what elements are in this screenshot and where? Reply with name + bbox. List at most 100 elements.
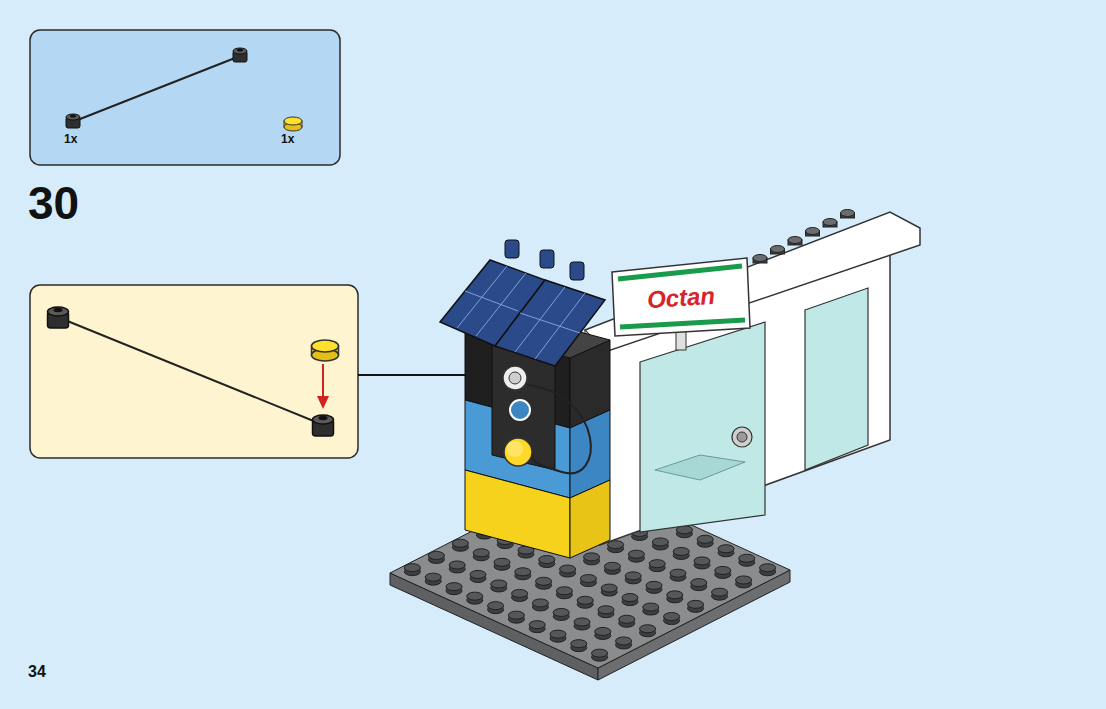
- shop-building: [788, 237, 802, 244]
- baseplate: [673, 547, 689, 555]
- baseplate: [580, 575, 596, 587]
- baseplate: [625, 572, 641, 580]
- baseplate: [446, 583, 462, 591]
- baseplate: [532, 599, 548, 607]
- baseplate: [512, 589, 528, 597]
- baseplate: [571, 640, 587, 652]
- charging-pump: [509, 372, 521, 384]
- shop-building: [737, 432, 747, 442]
- baseplate: [601, 584, 617, 592]
- baseplate: [592, 649, 608, 657]
- baseplate: [449, 561, 465, 573]
- part-count: 1x: [281, 133, 294, 145]
- baseplate: [739, 554, 755, 566]
- parts-list: [233, 48, 247, 62]
- baseplate: [694, 557, 710, 565]
- baseplate: [584, 553, 600, 565]
- baseplate: [760, 564, 776, 576]
- shop-building: [640, 322, 765, 532]
- baseplate: [718, 545, 734, 553]
- charging-pump: [527, 385, 591, 473]
- solar-panels: [465, 291, 518, 311]
- baseplate: [491, 580, 507, 588]
- baseplate: [560, 565, 576, 577]
- charging-pump: [465, 470, 570, 558]
- baseplate: [676, 526, 692, 538]
- charging-pump: [507, 441, 523, 457]
- baseplate: [601, 584, 617, 596]
- baseplate: [515, 568, 531, 576]
- sub-assembly-callout: [48, 307, 69, 328]
- baseplate: [539, 556, 555, 568]
- baseplate: [571, 640, 587, 648]
- baseplate: [715, 566, 731, 578]
- baseplate: [715, 566, 731, 574]
- baseplate: [712, 588, 728, 596]
- baseplate: [560, 565, 576, 573]
- shop-building: [771, 246, 785, 255]
- baseplate: [628, 550, 644, 558]
- baseplate: [452, 539, 468, 547]
- baseplate: [625, 572, 641, 584]
- parts-list: [30, 30, 340, 165]
- baseplate: [467, 592, 483, 600]
- baseplate: [556, 587, 572, 595]
- baseplate: [664, 613, 680, 621]
- baseplate: [652, 538, 668, 546]
- baseplate: [473, 549, 489, 557]
- baseplate: [616, 637, 632, 649]
- baseplate: [574, 618, 590, 626]
- baseplate: [536, 577, 552, 585]
- sub-assembly-callout: [317, 396, 329, 409]
- baseplate: [532, 599, 548, 611]
- sub-assembly-callout: [322, 364, 324, 398]
- baseplate: [649, 560, 665, 568]
- baseplate: [697, 535, 713, 547]
- baseplate: [580, 575, 596, 583]
- charging-pump: [510, 400, 530, 420]
- baseplate: [508, 611, 524, 623]
- shop-building: [788, 237, 802, 246]
- sign-text: Octan: [646, 284, 716, 313]
- baseplate: [739, 554, 755, 562]
- baseplate: [595, 627, 611, 635]
- baseplate: [616, 637, 632, 645]
- solar-panels: [495, 280, 605, 366]
- charging-pump: [570, 480, 610, 558]
- shop-building: [753, 255, 767, 264]
- baseplate: [691, 579, 707, 591]
- solar-panels: [520, 313, 580, 333]
- charging-pump: [492, 345, 555, 470]
- shop-building: [753, 255, 767, 262]
- baseplate: [667, 591, 683, 599]
- step-number: 30: [28, 180, 79, 226]
- baseplate: [550, 630, 566, 642]
- baseplate: [470, 570, 486, 578]
- shop-building: [806, 228, 820, 237]
- baseplate: [574, 618, 590, 630]
- baseplate: [664, 613, 680, 625]
- baseplate: [556, 587, 572, 599]
- baseplate: [449, 561, 465, 569]
- solar-panels: [440, 240, 605, 366]
- baseplate: [491, 580, 507, 592]
- baseplate: [673, 547, 689, 559]
- baseplate: [598, 606, 614, 618]
- baseplate: [425, 573, 441, 581]
- octan-sign: [612, 258, 750, 336]
- baseplate: [646, 581, 662, 593]
- baseplate: [736, 576, 752, 584]
- parts-list: [66, 114, 80, 128]
- parts-list: [75, 56, 240, 121]
- baseplate: [688, 600, 704, 612]
- baseplate: [428, 551, 444, 559]
- baseplate: [529, 621, 545, 633]
- baseplate: [640, 625, 656, 637]
- sub-assembly-callout: [313, 415, 334, 436]
- shop-building: [585, 212, 920, 352]
- baseplate: [622, 594, 638, 602]
- baseplate: [470, 570, 486, 582]
- octan-sign: [620, 320, 745, 327]
- baseplate: [425, 573, 441, 585]
- baseplate: [619, 615, 635, 627]
